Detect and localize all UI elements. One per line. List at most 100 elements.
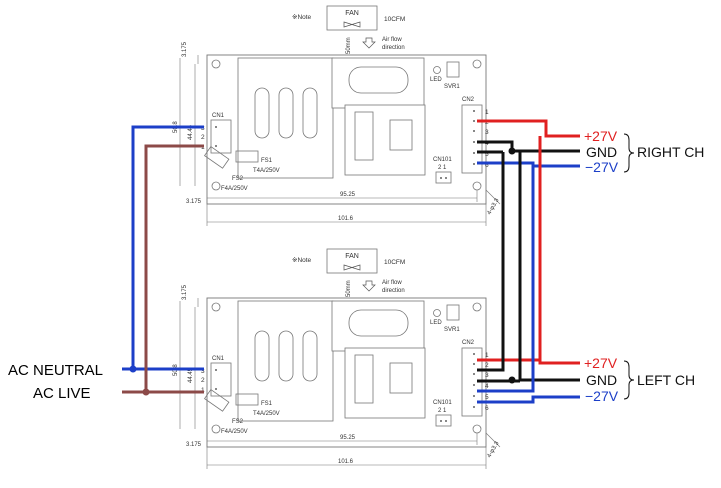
airflow-arrow-icon <box>362 37 376 49</box>
ac-neutral-label: AC NEUTRAL <box>8 362 103 379</box>
cn101-label: CN101 <box>433 400 452 406</box>
transformer-slot <box>254 330 270 382</box>
cn2-pin-labels: 1 2 3 4 5 6 <box>485 352 489 412</box>
airflow-line2: direction <box>382 288 405 294</box>
airflow-line1: Air flow <box>382 280 402 286</box>
cn1-pin: 3 <box>201 368 205 375</box>
left-plus-label: +27V <box>584 355 618 371</box>
fs1-rating: T4A/250V <box>253 168 280 174</box>
transformer-slot <box>302 87 318 139</box>
fan-note: ※Note <box>292 14 312 21</box>
svr1 <box>446 304 460 321</box>
pin-dot <box>215 388 217 390</box>
pin-dot <box>440 177 442 179</box>
right-channel-label: RIGHT CH <box>637 144 704 160</box>
led-icon <box>433 309 441 317</box>
cn2-label: CN2 <box>462 97 475 103</box>
cn101-label: CN101 <box>433 157 452 163</box>
mount-hole <box>472 59 482 69</box>
dim-width-outer: 101.6 <box>338 459 354 465</box>
ac-live-label: AC LIVE <box>33 385 91 402</box>
ac-neutral-wire <box>122 125 204 371</box>
dim-hole: 4-φ3.3 <box>487 197 501 216</box>
heatsink <box>331 57 425 109</box>
svr1-label: SVR1 <box>444 84 460 90</box>
fs2-rating: F4A/250V <box>221 186 248 192</box>
heatsink-slot <box>348 66 409 94</box>
junction-dot <box>129 365 137 373</box>
cn2-pin: 3 <box>485 372 489 379</box>
cn2-pin: 5 <box>485 394 489 401</box>
bottom-plus-wire <box>477 136 580 365</box>
cn101-connector <box>435 171 452 184</box>
junction-dot <box>142 388 150 396</box>
fan-gap: 50mm <box>346 37 352 54</box>
heatsink-slot <box>348 309 409 337</box>
airflow-line1: Air flow <box>382 37 402 43</box>
left-minus-label: −27V <box>585 388 619 404</box>
fan-label: FAN <box>345 10 359 17</box>
mount-hole <box>211 302 221 312</box>
fs1-fuse <box>235 393 259 406</box>
mount-hole <box>472 302 482 312</box>
fs1-label: FS1 <box>261 401 273 407</box>
cn101-connector <box>435 414 452 427</box>
fan-label: FAN <box>345 253 359 260</box>
led-icon <box>433 66 441 74</box>
fs2-fuse <box>203 146 230 169</box>
dimension-lines <box>179 298 501 469</box>
cn2-pin: 6 <box>485 405 489 412</box>
cn2-pin: 1 <box>485 352 489 359</box>
dim-width-inner: 95.25 <box>340 435 356 441</box>
transformer-slot <box>278 330 294 382</box>
transformer-slot <box>278 87 294 139</box>
transformer <box>237 300 334 422</box>
cn2-pin-dots <box>473 110 475 165</box>
dim-top-offset: 3.175 <box>182 284 188 300</box>
fan-note: ※Note <box>292 257 312 264</box>
bottom-gnd-wire <box>477 151 580 383</box>
component-block <box>344 104 426 176</box>
cn2-pin: 4 <box>485 383 489 390</box>
transformer <box>237 57 334 179</box>
mount-hole <box>211 424 221 434</box>
dim-height-inner: 44.45 <box>188 367 194 383</box>
cn1-pin: 2 <box>201 377 205 384</box>
fs2-rating: F4A/250V <box>221 429 248 435</box>
component-block <box>344 347 426 419</box>
transformer-slot <box>254 87 270 139</box>
top-gnd-wire <box>477 140 580 153</box>
fan-icon <box>343 21 361 28</box>
heatsink <box>331 300 425 352</box>
top-minus-wire <box>477 161 580 168</box>
right-brace <box>623 133 635 173</box>
left-gnd-label: GND <box>586 372 617 388</box>
cn1-pin: 2 <box>201 134 205 141</box>
cn2-label: CN2 <box>462 340 475 346</box>
fs2-label: FS2 <box>232 419 244 425</box>
bottom-board: FAN ※Note 10CFM 50mm Air flow direction … <box>173 248 501 469</box>
dimension-lines <box>179 55 501 226</box>
left-channel-label: LEFT CH <box>637 372 695 388</box>
fan-cfm: 10CFM <box>384 259 405 266</box>
cn101-pins: 2 1 <box>438 165 447 171</box>
junction-dot <box>508 376 516 384</box>
svr1 <box>446 61 460 78</box>
fs1-rating: T4A/250V <box>253 411 280 417</box>
fan-box <box>326 5 378 31</box>
cn2-pin: 6 <box>485 162 489 169</box>
dim-width-outer: 101.6 <box>338 216 354 222</box>
pin-dot <box>440 420 442 422</box>
component-part <box>389 119 413 151</box>
cn1-label: CN1 <box>212 356 225 362</box>
pin-dot <box>215 145 217 147</box>
top-plus-wire <box>477 119 580 138</box>
transformer-slot <box>302 330 318 382</box>
component-part <box>354 111 374 161</box>
cn101-pins: 2 1 <box>438 408 447 414</box>
right-gnd-label: GND <box>586 144 617 160</box>
bottom-minus-wire <box>477 166 580 404</box>
cn2-pin: 2 <box>485 362 489 369</box>
component-part <box>389 362 413 394</box>
right-minus-label: −27V <box>585 159 619 175</box>
